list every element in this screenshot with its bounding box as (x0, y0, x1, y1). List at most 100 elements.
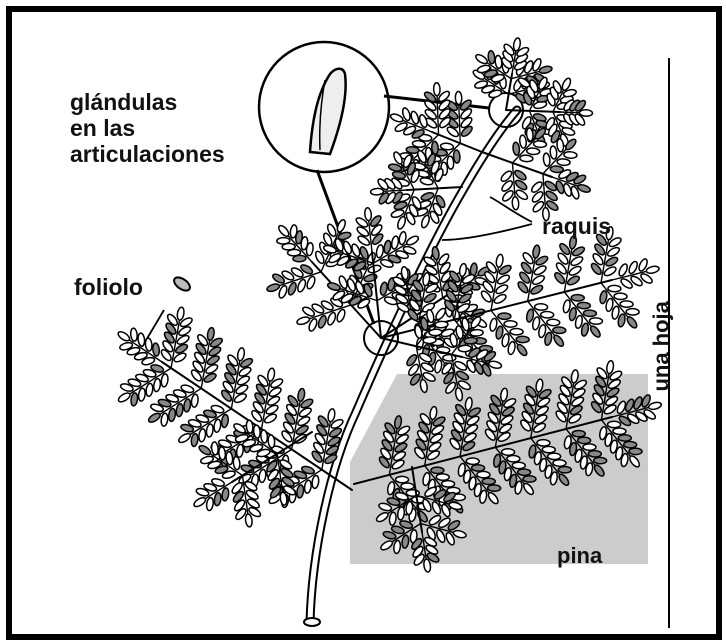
leaflet (544, 189, 558, 202)
leaflet (626, 308, 639, 315)
leaflet (558, 466, 571, 473)
leaflet (405, 235, 419, 247)
leaflet (493, 293, 507, 305)
leaflet (420, 177, 434, 186)
una-hoja-label: una hoja (650, 286, 675, 406)
leaflet (534, 304, 547, 311)
leaflet (398, 231, 407, 245)
leaflet (161, 373, 169, 387)
leaflet (221, 487, 229, 501)
leaflet (471, 465, 484, 472)
leaflet (176, 307, 185, 321)
leaflet (434, 307, 447, 321)
leaflet (608, 421, 621, 428)
leaflet (589, 318, 602, 325)
leaflet (614, 293, 627, 300)
leaflet (618, 435, 631, 442)
leaflet (137, 333, 145, 347)
leaflet (466, 458, 479, 465)
leaflet (431, 467, 444, 474)
leaflet (501, 449, 514, 456)
pinnule-axis (459, 104, 460, 143)
leaflet (568, 265, 582, 277)
leaflet (326, 311, 337, 325)
leaflet (389, 113, 403, 124)
leaflet (420, 214, 431, 228)
leaflet (627, 260, 638, 274)
leaflet (482, 478, 495, 485)
leaflet (311, 475, 319, 489)
leaflet (396, 216, 407, 230)
leaflet (510, 328, 523, 335)
leaflet (379, 282, 388, 296)
leaflet (477, 471, 490, 478)
leaflet (176, 403, 184, 417)
leaflet (579, 110, 592, 117)
leaflet (423, 337, 436, 344)
leaflet (145, 338, 153, 352)
leaflet (433, 83, 440, 96)
leaflet (588, 450, 601, 457)
leaflet (620, 301, 633, 308)
illustration-frame: glándulas en las articulaciones raquis f… (6, 6, 722, 640)
leaflet (436, 474, 449, 481)
leaflet (512, 197, 519, 210)
leaflet (221, 414, 229, 428)
leaflet (547, 319, 560, 326)
leaflet (613, 428, 626, 435)
leaflet (277, 237, 290, 244)
leaflet (296, 316, 310, 326)
leaflet (383, 240, 392, 254)
leaflet (138, 388, 146, 402)
leaflet (453, 360, 467, 372)
raquis-pointer-lower (442, 224, 532, 240)
leaflet (519, 135, 527, 149)
leaflet (168, 408, 176, 422)
leaflet (603, 265, 617, 277)
leaflet (570, 255, 584, 267)
glandulas-label-line3: articulaciones (70, 142, 330, 168)
leaflet (523, 476, 536, 483)
leaflet (237, 347, 246, 361)
leaflet (455, 91, 462, 104)
leaflet (488, 360, 502, 369)
leaflet (572, 430, 585, 437)
leaflet (606, 246, 620, 258)
foliolo-label: foliolo (74, 275, 143, 301)
leaflet (183, 399, 191, 413)
leaflet (370, 188, 383, 195)
leaflet (327, 282, 341, 292)
leaflet (474, 53, 488, 66)
leaflet (512, 142, 520, 156)
leaflet (495, 55, 503, 69)
leaflet (214, 492, 222, 506)
leaflet (287, 282, 298, 296)
leaflet (617, 263, 628, 277)
leaflet (297, 388, 306, 402)
leaflet (258, 469, 266, 483)
leaflet (193, 496, 207, 508)
leaflet (233, 456, 241, 470)
leaflet (410, 110, 420, 124)
leaflet (429, 329, 442, 336)
leaflet (553, 327, 566, 334)
raquis-label: raquis (542, 214, 611, 240)
pinna-axis (506, 74, 512, 110)
leaflet (507, 455, 520, 462)
leaflet (594, 457, 607, 464)
leaflet (296, 278, 307, 292)
leaflet (542, 446, 555, 453)
leaflet (336, 219, 347, 233)
leaflet (557, 159, 570, 166)
leaflet (520, 155, 533, 162)
leaflet (495, 254, 504, 268)
leaflet (516, 336, 529, 343)
leaflet (577, 302, 590, 309)
leaflet (515, 343, 528, 357)
pina-label: pina (557, 544, 602, 569)
leaflet (296, 485, 304, 499)
leaflet (504, 321, 517, 328)
leaflet (267, 368, 276, 382)
leaflet (488, 50, 496, 64)
raquis-pointer-upper (490, 197, 532, 222)
